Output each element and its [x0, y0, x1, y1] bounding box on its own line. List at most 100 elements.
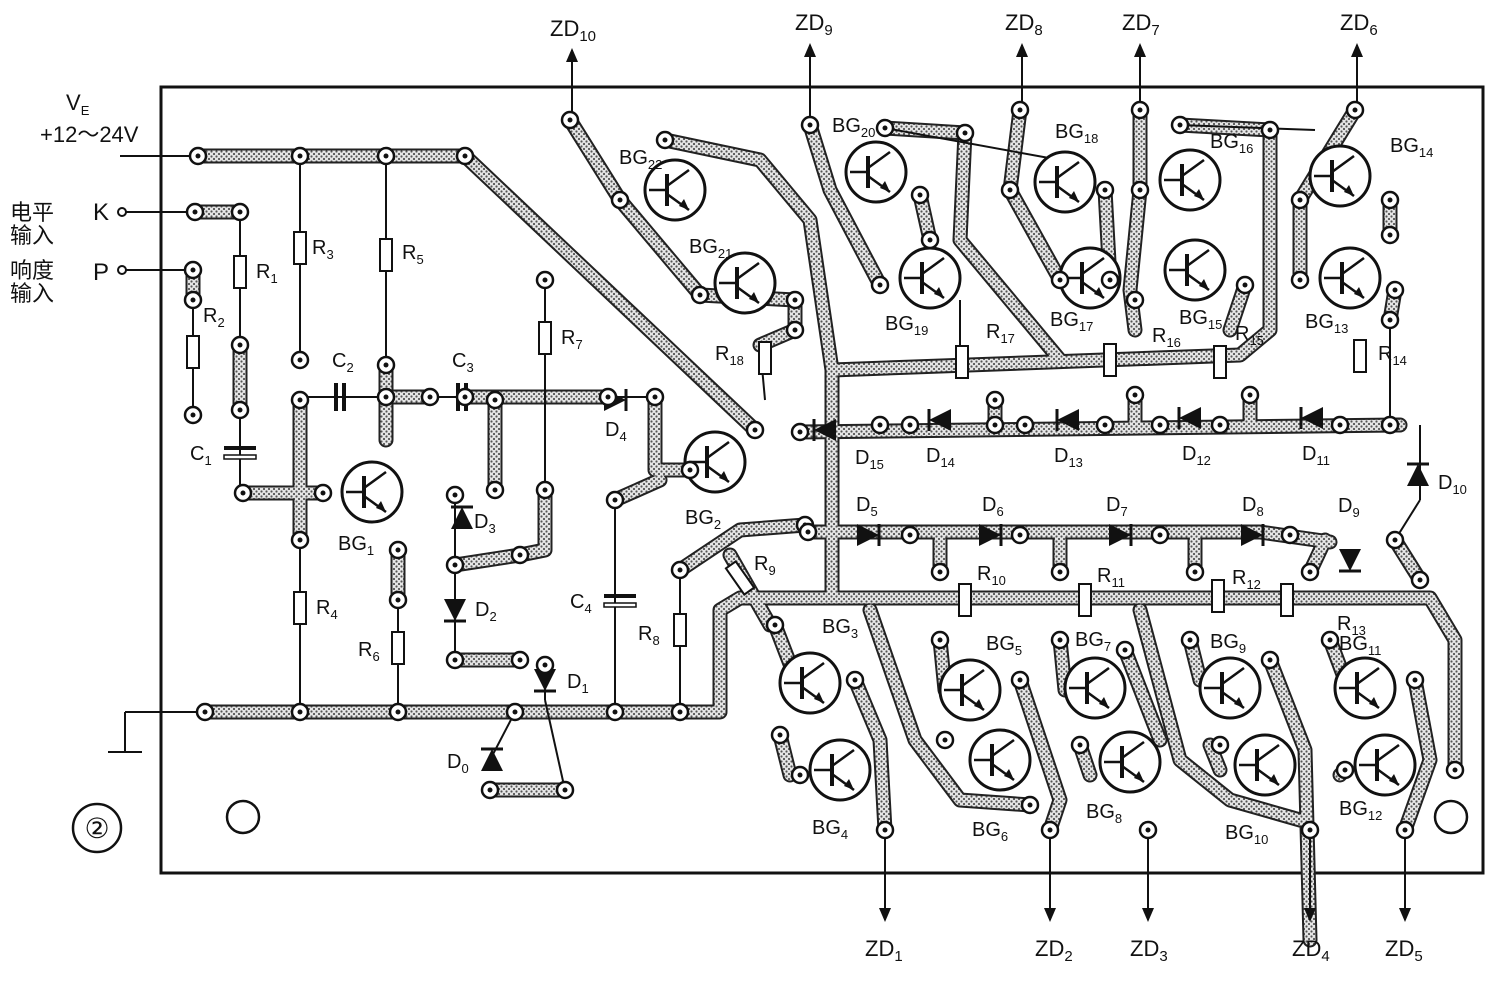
copper-trace-fill [199, 592, 1461, 776]
resistor-r6 [391, 631, 405, 665]
label-bg9: BG9 [1210, 631, 1246, 656]
resistors [186, 231, 1367, 665]
solder-pad [1385, 280, 1405, 300]
label-d5: D5 [856, 494, 878, 519]
solder-pad [605, 490, 625, 510]
label-r12: R12 [1232, 567, 1261, 592]
solder-pad [598, 387, 618, 407]
diode-d5 [857, 524, 881, 546]
solder-pad [1395, 820, 1415, 840]
solder-pad [1010, 670, 1030, 690]
copper-trace-fill [804, 119, 886, 291]
capacitor-c1 [223, 446, 257, 460]
transistor-bg13 [1318, 246, 1382, 310]
transistor-bg3 [778, 651, 842, 715]
label-r4: R4 [316, 597, 338, 622]
solder-pad [1050, 270, 1070, 290]
diode-d11 [1299, 407, 1323, 429]
solder-pad [185, 202, 205, 222]
resistor-r3 [293, 231, 307, 265]
solder-pad [230, 202, 250, 222]
solder-pad [765, 615, 785, 635]
copper-trace-fill [826, 124, 1276, 604]
solder-pad [770, 725, 790, 745]
diode-d1 [534, 669, 556, 693]
label-bg5: BG5 [986, 633, 1022, 658]
label-r5: R5 [402, 242, 424, 267]
solder-pad [1335, 760, 1355, 780]
solder-pad [1170, 115, 1190, 135]
solder-pad [930, 562, 950, 582]
solder-pad [183, 405, 203, 425]
diode-d9 [1339, 549, 1361, 573]
solder-pad [1320, 630, 1340, 650]
solder-pad [1235, 275, 1255, 295]
solder-pad [555, 780, 575, 800]
label-d9: D9 [1338, 495, 1360, 520]
label-bg13: BG13 [1305, 311, 1348, 336]
level-input-label-2: 输入 [10, 224, 54, 249]
resistor-r5 [379, 238, 393, 272]
solder-pad [1130, 100, 1150, 120]
solder-pad [1410, 570, 1430, 590]
output-label-zd7: ZD7 [1122, 10, 1160, 39]
solder-pad [290, 530, 310, 550]
solder-pad [1300, 562, 1320, 582]
resistor-r13 [1280, 583, 1294, 617]
output-label-zd1: ZD1 [865, 936, 903, 965]
solder-pad [1280, 525, 1300, 545]
output-label-zd8: ZD8 [1005, 10, 1043, 39]
solder-pad [376, 387, 396, 407]
solder-pad [985, 390, 1005, 410]
label-d13: D13 [1054, 445, 1083, 470]
capacitor-c2 [334, 383, 346, 411]
solder-pad [1330, 415, 1350, 435]
resistor-r9 [724, 560, 756, 596]
label-c4: C4 [570, 591, 592, 616]
label-r17: R17 [986, 321, 1015, 346]
copper-trace-fill [802, 526, 1336, 548]
copper-trace-fill [864, 604, 1036, 811]
solder-pad [845, 670, 865, 690]
label-bg20: BG20 [832, 115, 875, 140]
solder-pad [920, 230, 940, 250]
label-bg19: BG19 [885, 313, 928, 338]
label-bg22: BG22 [619, 147, 662, 172]
label-c2: C2 [332, 350, 354, 375]
label-r13: R13 [1337, 613, 1366, 638]
solder-pad [230, 335, 250, 355]
label-bg18: BG18 [1055, 121, 1098, 146]
resistor-r10 [958, 583, 972, 617]
label-r16: R16 [1152, 325, 1181, 350]
label-bg2: BG2 [685, 507, 721, 532]
solder-pad [785, 290, 805, 310]
copper-trace-fill [659, 134, 838, 376]
label-r6: R6 [358, 639, 380, 664]
label-d10: D10 [1438, 472, 1467, 497]
resistor-r12 [1211, 579, 1225, 613]
label-bg14: BG14 [1390, 135, 1433, 160]
figure-number-circle [71, 802, 123, 854]
transistor-bg5 [938, 658, 1002, 722]
solder-pad [1290, 270, 1310, 290]
copper-trace-fill [674, 519, 811, 576]
label-d2: D2 [475, 599, 497, 624]
label-r8: R8 [638, 623, 660, 648]
solder-pad [930, 630, 950, 650]
copper-trace-fill [849, 674, 891, 836]
label-bg15: BG15 [1179, 307, 1222, 332]
transistor-bg11 [1333, 656, 1397, 720]
solder-pad [785, 320, 805, 340]
solder-pad [1015, 415, 1035, 435]
solder-pad [1150, 525, 1170, 545]
label-r18: R18 [715, 343, 744, 368]
label-r7: R7 [561, 327, 583, 352]
solder-pad [910, 185, 930, 205]
label-d0: D0 [447, 751, 469, 776]
solder-pad [900, 415, 920, 435]
solder-pad [1290, 190, 1310, 210]
solder-pad [485, 390, 505, 410]
copper-trace-fill [1119, 644, 1166, 746]
label-c3: C3 [452, 350, 474, 375]
